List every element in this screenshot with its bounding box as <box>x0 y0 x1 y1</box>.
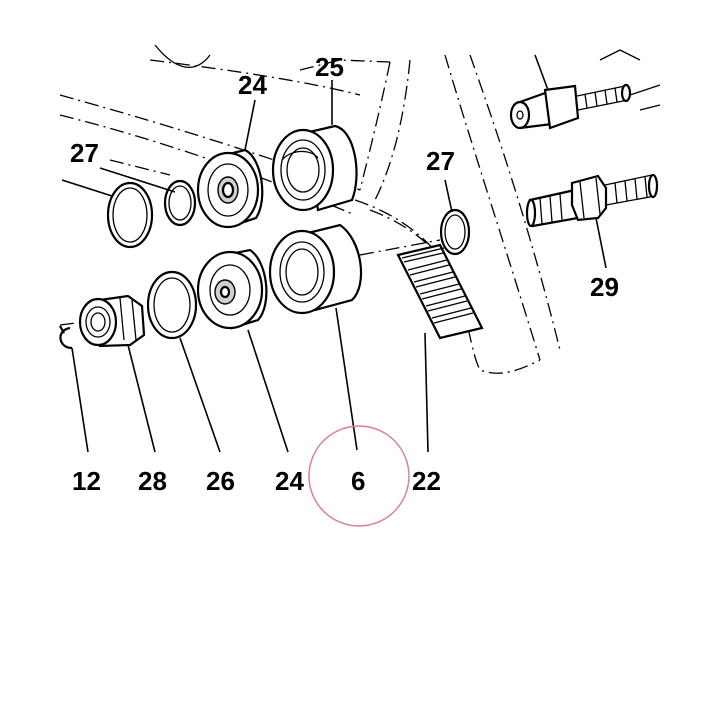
circlip-27-upper <box>61 167 197 249</box>
callout-27-right: 27 <box>426 146 455 176</box>
nut-28 <box>78 294 156 453</box>
hose-fitting-upper <box>509 54 632 130</box>
bushing-25 <box>271 80 358 212</box>
callout-24-top: 24 <box>238 70 267 100</box>
bearing-24-lower <box>196 248 289 453</box>
callout-6: 6 <box>351 466 365 496</box>
bushing-6 <box>268 223 363 451</box>
callout-27-left: 27 <box>70 138 99 168</box>
highlight-circle <box>308 425 410 527</box>
hose-fitting-29 <box>525 173 659 269</box>
callout-25: 25 <box>315 52 344 82</box>
circlip-26 <box>146 270 221 453</box>
callout-28: 28 <box>138 466 167 496</box>
callout-26: 26 <box>206 466 235 496</box>
callout-24-bottom: 24 <box>275 466 304 496</box>
callout-29: 29 <box>590 272 619 302</box>
clip-12 <box>59 325 89 453</box>
bearing-24-upper <box>196 99 264 229</box>
callout-22: 22 <box>412 466 441 496</box>
callout-12: 12 <box>72 466 101 496</box>
circlip-27-right <box>439 179 471 256</box>
belt-22 <box>396 243 484 453</box>
